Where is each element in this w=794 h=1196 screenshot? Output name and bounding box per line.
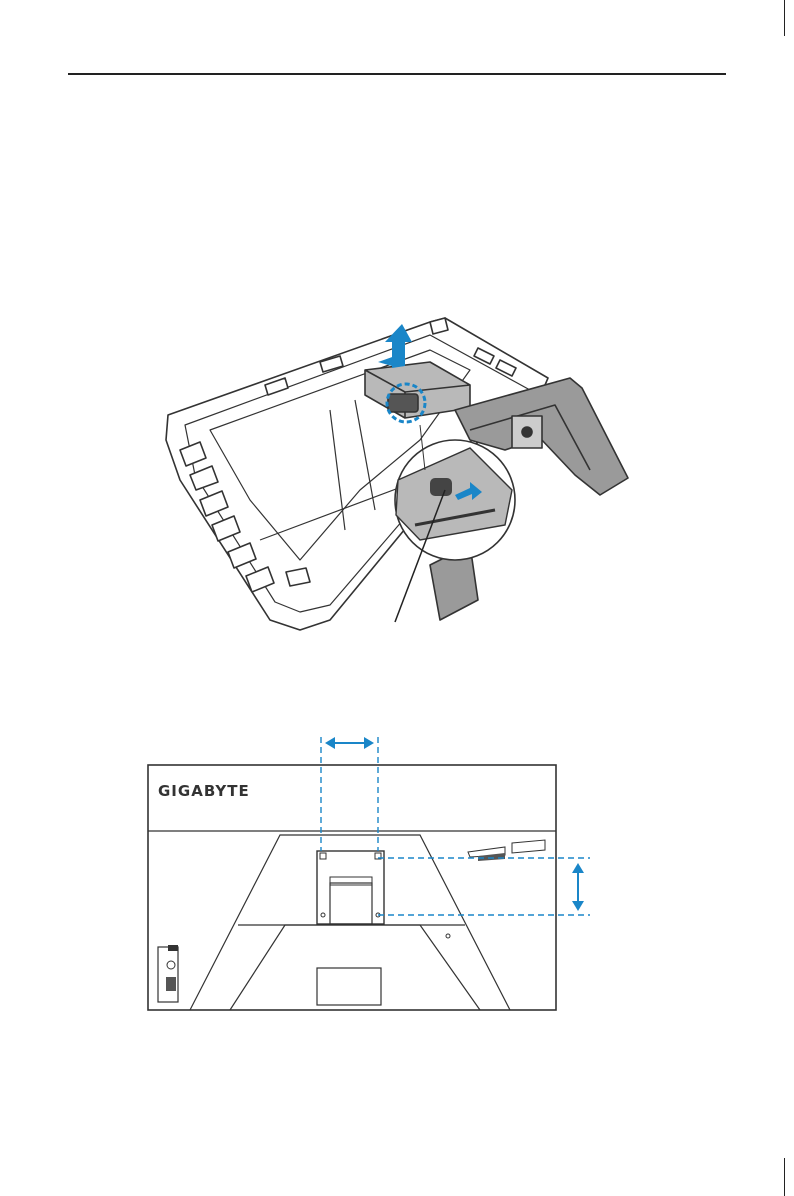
stand-release-illustration xyxy=(0,300,794,645)
vesa-plate xyxy=(317,851,384,924)
vertical-dimension-arrow-icon xyxy=(572,863,584,911)
header-rule xyxy=(68,73,726,75)
zoom-detail xyxy=(395,440,515,560)
brand-logo: GIGABYTE xyxy=(158,782,250,800)
horizontal-dimension-arrow-icon xyxy=(325,737,374,749)
crop-mark-bottom xyxy=(784,1158,785,1196)
crop-mark-top xyxy=(784,0,785,36)
vesa-mount-illustration: GIGABYTE xyxy=(0,725,794,1025)
